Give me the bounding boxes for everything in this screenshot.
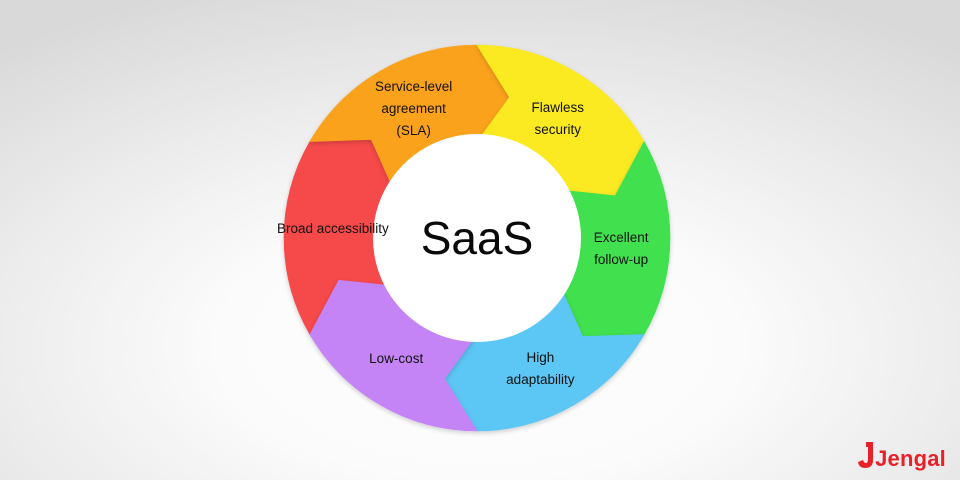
- segment-label-line: Broad accessibility: [277, 221, 389, 236]
- segment-label-line: Flawless: [532, 100, 585, 115]
- segment-label-flawless-security: Flawless security: [532, 100, 585, 137]
- segment-label-line: adaptability: [506, 372, 575, 387]
- jengal-mark-icon: [858, 442, 874, 468]
- segment-label-line: Low-cost: [369, 351, 423, 366]
- segment-label-line: (SLA): [396, 123, 431, 138]
- segment-label-high-adaptability: High adaptability: [506, 350, 575, 387]
- segment-label-line: High: [526, 350, 554, 365]
- segment-label-low-cost: Low-cost: [369, 351, 423, 366]
- center-hub: [373, 134, 581, 342]
- segment-label-broad-accessibility: Broad accessibility: [277, 221, 389, 236]
- segment-label-excellent-follow-up: Excellent follow-up: [594, 230, 649, 267]
- segment-label-line: agreement: [381, 101, 446, 116]
- cycle-segments: [283, 44, 671, 432]
- segment-labels: Broad accessibility Service-level agreemen…: [277, 79, 649, 387]
- brand-logo: Jengal: [857, 436, 946, 470]
- center-title: SaaS: [421, 212, 534, 264]
- segment-label-line: follow-up: [594, 252, 648, 267]
- segment-label-line: Service-level: [375, 79, 452, 94]
- segment-label-line: Excellent: [594, 230, 649, 245]
- segment-label-sla: Service-level agreement (SLA): [375, 79, 452, 138]
- brand-name: Jengal: [875, 446, 946, 471]
- segment-label-line: security: [535, 122, 582, 137]
